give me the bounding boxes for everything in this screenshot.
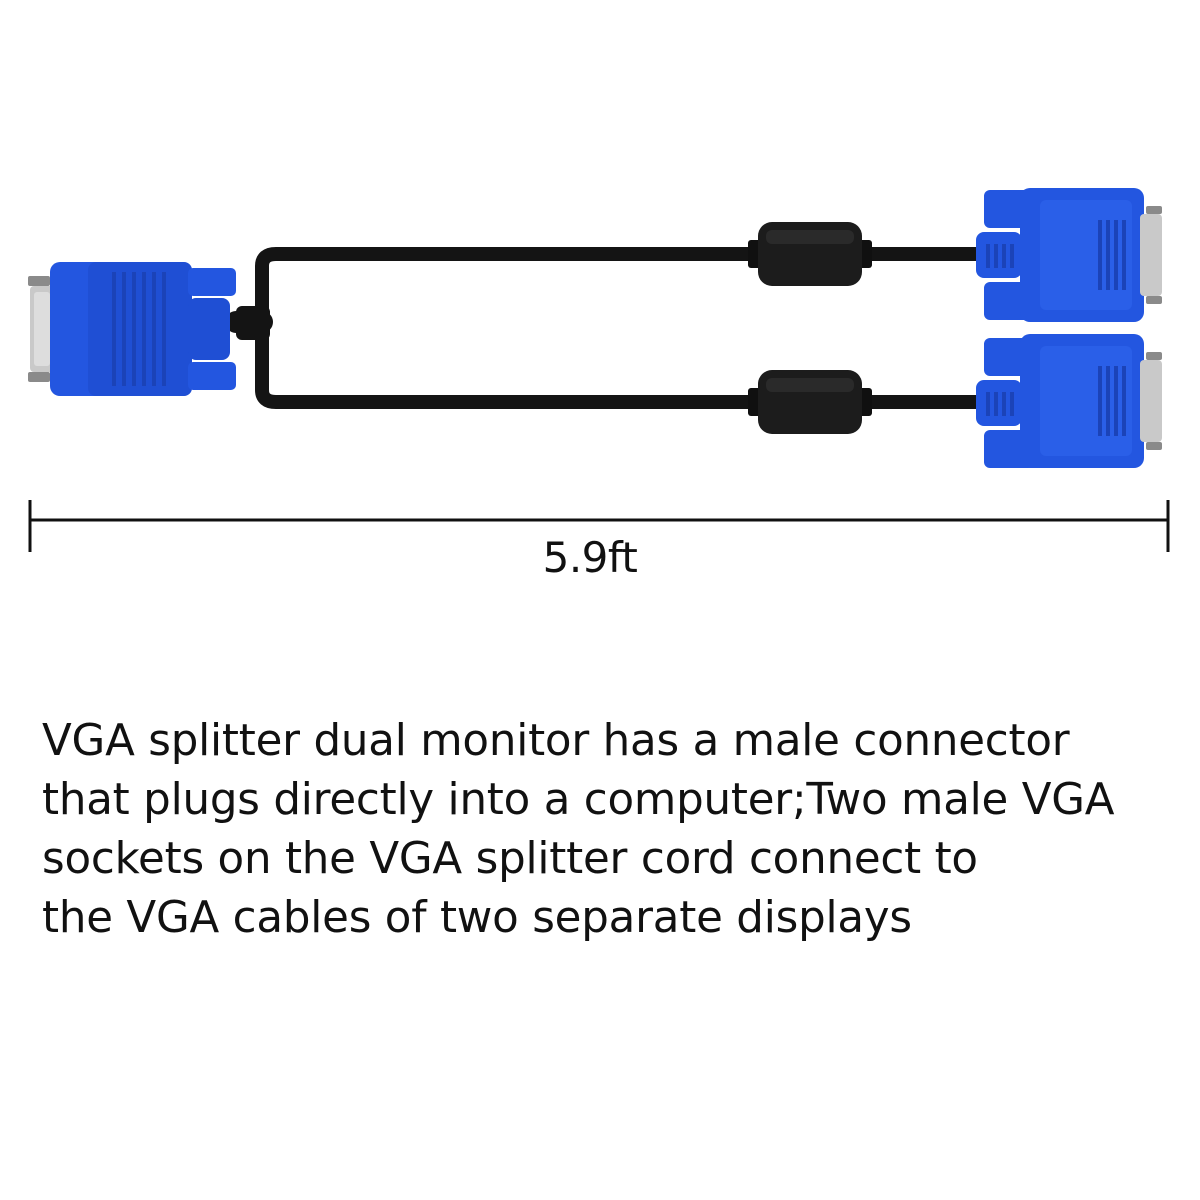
- dimension-line: [28, 500, 1170, 552]
- description-line: that plugs directly into a computer;Two …: [42, 775, 1115, 825]
- female-vga-connector-lower: [976, 334, 1162, 468]
- ferrite-core-lower: [748, 370, 872, 434]
- cable-length-label: 5.9ft: [542, 533, 638, 582]
- female-vga-connector-upper: [976, 188, 1162, 322]
- ferrite-core-upper: [748, 222, 872, 286]
- description-line: the VGA cables of two separate displays: [42, 893, 912, 943]
- male-vga-connector: [28, 262, 236, 396]
- product-description: VGA splitter dual monitor has a male con…: [42, 712, 1182, 948]
- splitter-cable: [225, 247, 985, 409]
- description-line: VGA splitter dual monitor has a male con…: [42, 716, 1070, 766]
- description-line: sockets on the VGA splitter cord connect…: [42, 834, 978, 884]
